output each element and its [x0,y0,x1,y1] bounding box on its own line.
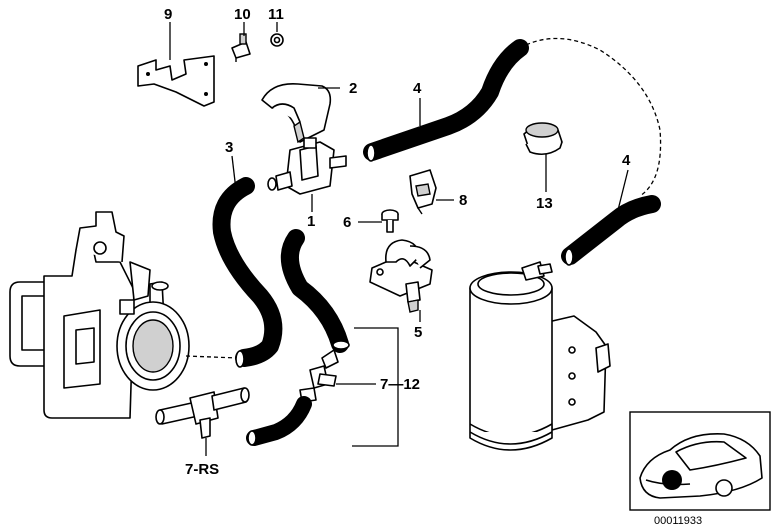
bracket-part-9[interactable] [137,55,215,107]
leader-7-12 [336,327,399,447]
callout-5: 5 [414,324,422,341]
hose-middle[interactable] [281,229,350,353]
car-location-inset [629,411,771,511]
callout-4-lower: 4 [622,152,631,169]
cap-part-13[interactable] [523,122,563,156]
leader-4b [613,169,629,227]
fitting-part-7rs[interactable] [155,387,250,439]
nut-part-11[interactable] [270,33,284,47]
callout-3: 3 [225,139,233,156]
bolt-part-10[interactable] [231,33,251,62]
callout-1: 1 [307,213,315,230]
callout-13: 13 [536,195,553,212]
hose-part-4-lower[interactable] [561,195,661,266]
charcoal-canister[interactable] [469,261,611,451]
callout-4-upper: 4 [413,80,422,97]
screw-part-6[interactable] [381,209,399,233]
callout-7-12: 7—12 [380,376,420,393]
reference-line-throttle [185,355,239,359]
hose-part-4-upper[interactable] [363,39,529,162]
callout-11: 11 [268,6,284,23]
callout-9: 9 [164,6,172,23]
valve-part-1[interactable] [267,137,347,195]
callout-8: 8 [459,192,467,209]
diagram-code: 00011933 [654,515,702,527]
callout-10: 10 [234,6,251,23]
clamp-part-5[interactable] [369,239,433,313]
connector-part-8[interactable] [409,169,437,215]
callout-6: 6 [343,214,351,231]
callout-7-rs: 7-RS [185,461,219,478]
leader-3 [231,155,237,191]
tee-connector-part-7[interactable] [299,349,339,403]
callout-2: 2 [349,80,357,97]
hose-part-12[interactable] [246,396,312,446]
throttle-body[interactable] [9,211,190,419]
reference-line-hose-4 [519,37,662,197]
hose-part-3[interactable] [212,177,283,368]
holder-part-2[interactable] [261,83,332,144]
